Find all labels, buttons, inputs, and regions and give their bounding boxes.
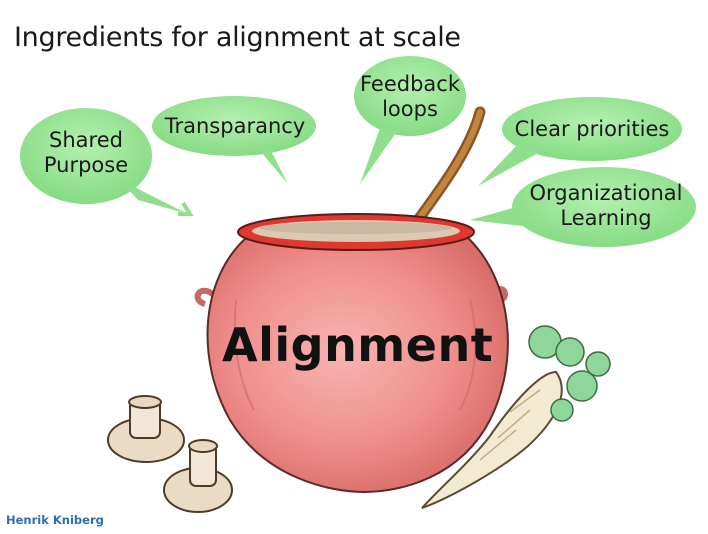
bubble-clear-priorities-label: Clear priorities bbox=[512, 117, 672, 142]
slide-title: Ingredients for alignment at scale bbox=[14, 22, 461, 53]
author-credit: Henrik Kniberg bbox=[6, 513, 104, 527]
bubble-transparency bbox=[152, 96, 316, 184]
bubble-feedback-loops-label: Feedback loops bbox=[360, 72, 460, 122]
pot-label: Alignment bbox=[222, 318, 482, 372]
bubble-transparency-label: Transparancy bbox=[160, 114, 310, 139]
bubble-shared-purpose-label: Shared Purpose bbox=[36, 128, 136, 178]
bubble-organizational-learning-label: Organizational Learning bbox=[526, 181, 686, 231]
mushroom-1 bbox=[108, 396, 184, 462]
